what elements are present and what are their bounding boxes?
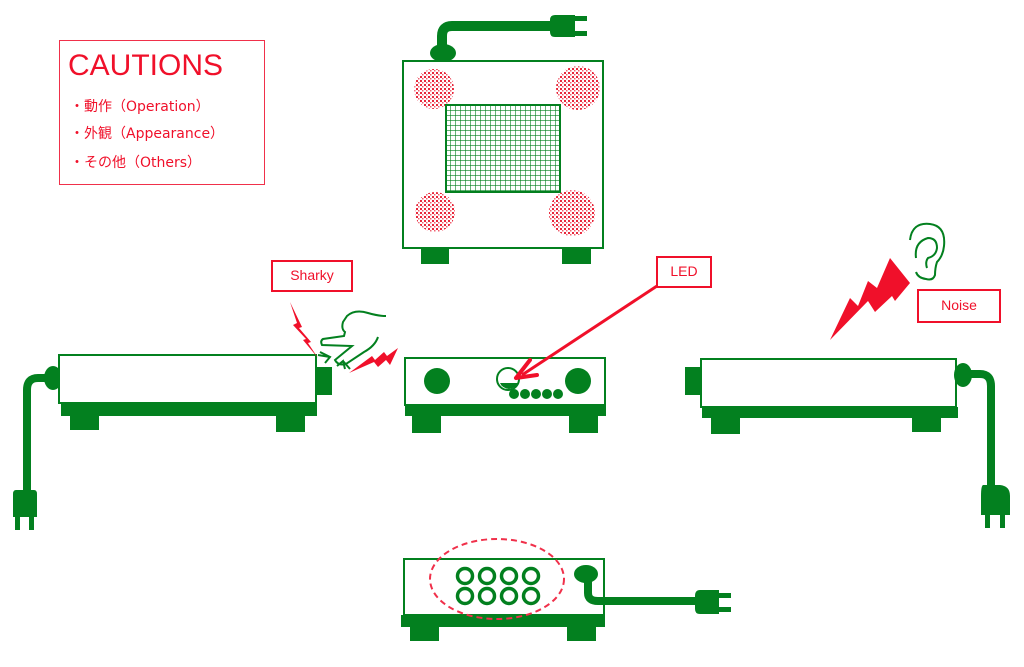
front-device (404, 357, 606, 433)
pinch-arrow-icon (336, 359, 351, 370)
right-base (702, 407, 958, 418)
indicator-dot (553, 389, 563, 399)
left-base (61, 404, 317, 416)
rear-plug-prong (719, 607, 731, 612)
top-plug-prong (575, 31, 587, 36)
left-cord-grommet (44, 366, 62, 390)
front-foot-left (412, 416, 441, 433)
rear-connector (521, 586, 541, 606)
pinch-arrow-icon (317, 351, 332, 364)
right-plug-icon (981, 485, 1010, 515)
lightning-bolt-icon (830, 258, 910, 340)
right-side-device (685, 358, 1010, 528)
left-plug-icon (13, 490, 37, 517)
left-plug-prong (15, 517, 20, 530)
rear-connector (499, 586, 519, 606)
left-plug-prong (29, 517, 34, 530)
indicator-dot (520, 389, 530, 399)
left-foot (276, 416, 305, 432)
speaker-bottom-right (549, 190, 595, 236)
sharky-warning (290, 302, 398, 373)
lightning-bolt-icon (349, 348, 398, 373)
left-power-cord (23, 374, 50, 490)
lightning-bolt-icon (290, 302, 318, 358)
noise-warning (830, 222, 946, 340)
rear-connector (477, 586, 497, 606)
sharky-label: Sharky (271, 260, 353, 292)
left-side-device (13, 354, 332, 530)
speaker-top-left (414, 69, 454, 109)
indicator-dot (542, 389, 552, 399)
front-foot-right (569, 416, 598, 433)
rear-power-cord (584, 578, 700, 605)
led-pointer (514, 282, 661, 380)
led-indicator (500, 383, 518, 389)
cautions-panel: CAUTIONS ・動作（Operation） ・外観（Appearance） … (59, 40, 265, 185)
caution-item-operation: ・動作（Operation） (70, 99, 210, 115)
speaker-top-right (556, 66, 600, 110)
right-power-cord (965, 370, 995, 488)
led-arrow-line (521, 282, 661, 377)
top-plug-prong (575, 16, 587, 21)
led-label: LED (656, 256, 712, 288)
top-foot-right (562, 248, 591, 264)
front-base (405, 405, 606, 416)
rear-plug-prong (719, 593, 731, 598)
rear-connector (455, 586, 475, 606)
ear-icon (909, 222, 946, 281)
top-vent-grille (445, 104, 561, 193)
rear-foot-right (567, 627, 596, 641)
rear-device (401, 538, 731, 641)
left-device-body (58, 354, 317, 404)
right-plug-prong (1000, 515, 1005, 528)
left-side-knob (316, 367, 332, 395)
indicator-dot (509, 389, 519, 399)
top-plug-icon (550, 15, 575, 37)
rear-connector (521, 566, 541, 586)
rear-foot-left (410, 627, 439, 641)
led-arrow-head (514, 358, 539, 380)
right-cord-grommet (954, 363, 972, 387)
rear-highlight-ellipse (429, 538, 565, 620)
right-plug-prong (985, 515, 990, 528)
rear-plug-icon (695, 590, 719, 614)
rear-base (401, 615, 605, 627)
front-knob-right (565, 368, 591, 394)
right-device-body (700, 358, 957, 408)
indicator-dot (531, 389, 541, 399)
rear-connector (477, 566, 497, 586)
top-power-cord (437, 21, 560, 67)
rear-connector-grid (455, 566, 541, 606)
speaker-bottom-left (415, 192, 455, 232)
rear-connector (499, 566, 519, 586)
right-foot (912, 418, 941, 432)
top-foot-left (421, 248, 449, 264)
noise-label: Noise (917, 289, 1001, 323)
caution-item-others: ・その他（Others） (70, 155, 202, 171)
left-foot (70, 416, 99, 430)
top-view-device (402, 15, 604, 264)
cautions-title: CAUTIONS (68, 49, 224, 82)
right-foot (711, 418, 740, 434)
indicator-dots (509, 389, 563, 399)
rear-connector (455, 566, 475, 586)
caution-item-appearance: ・外観（Appearance） (70, 126, 225, 142)
right-side-knob (685, 367, 703, 395)
front-knob-left (424, 368, 450, 394)
top-cord-grommet (430, 44, 456, 62)
